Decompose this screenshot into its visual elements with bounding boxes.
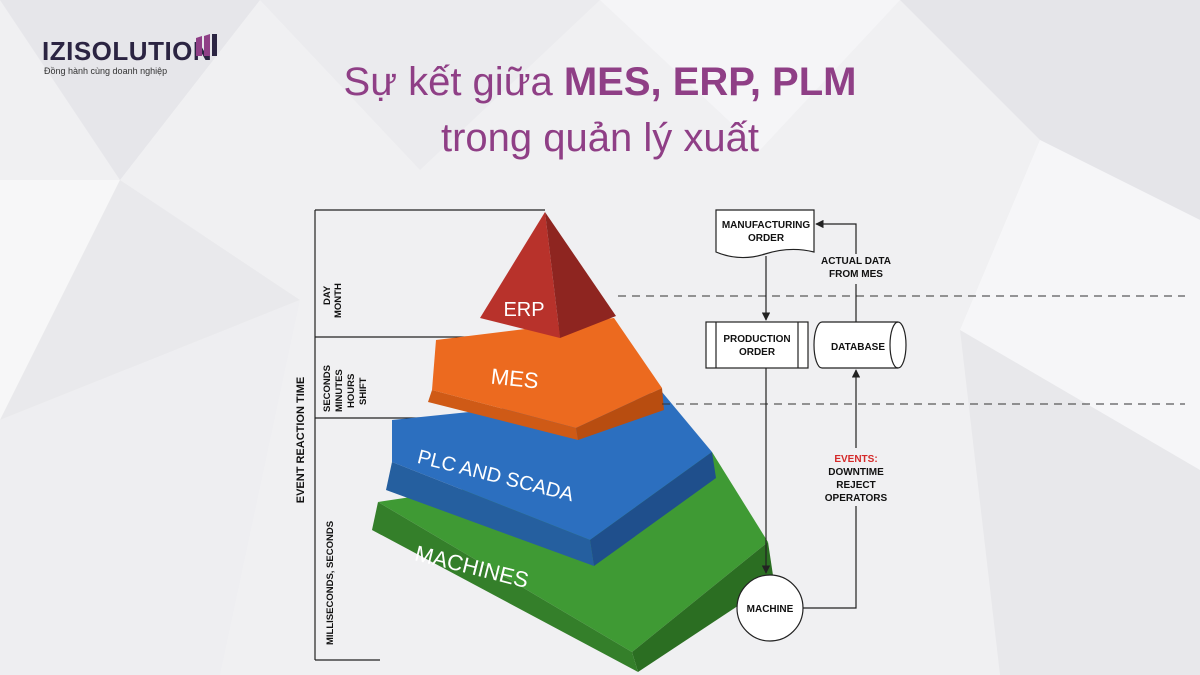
brand-logo[interactable]: IZISOLUTION Đồng hành cùng doanh nghiệp [42,34,242,86]
arrow-database-to-mo [815,219,857,322]
page-title: Sự kết giữa MES, ERP, PLM trong quản lý … [200,56,1000,164]
production-order-node: PRODUCTION ORDER [705,321,809,369]
events-line3: OPERATORS [825,493,888,504]
time-mid-hours: HOURS [346,374,357,408]
actual-data-line2: FROM MES [829,269,883,280]
title-line-1: Sự kết giữa MES, ERP, PLM [200,56,1000,108]
time-mid-shift: SHIFT [358,377,369,405]
layer-erp-left [480,212,560,338]
pyramid: ERP MES PLC AND SCADA MACHINES [372,212,774,672]
layer-mes-front [432,318,662,428]
title-line1-prefix: Sự kết giữa [343,60,564,104]
mo-line2: ORDER [748,233,785,244]
time-axis: EVENT REACTION TIME DAY MONTH SECONDS MI… [295,209,545,661]
logo-tagline: Đồng hành cùng doanh nghiệp [44,66,168,76]
logo-wordmark: IZISOLUTION [42,36,212,67]
logo-prefix: IZI [42,36,74,66]
po-line1: PRODUCTION [723,334,790,345]
title-line1-highlight: MES, ERP, PLM [563,60,857,104]
layer-label-erp: ERP [503,299,544,321]
manufacturing-order-node: MANUFACTURING ORDER [715,209,815,259]
events-line2: REJECT [836,480,875,491]
layer-machines-side [632,542,774,672]
machine-label: MACHINE [747,604,794,615]
layer-plc-side [590,452,716,566]
po-line2: ORDER [739,347,776,358]
time-axis-label: EVENT REACTION TIME [295,377,307,504]
time-bottom: MILLISECONDS, SECONDS [325,521,336,645]
logo-rest: SOLUTION [73,36,213,66]
events-title: EVENTS: [834,454,877,465]
layer-plc-bottom [386,462,594,566]
database-label: DATABASE [831,342,885,353]
layer-plc-front [392,392,712,540]
time-mid-seconds: SECONDS [322,365,333,412]
logo-mark-icon [196,34,217,56]
machine-node: MACHINE [736,574,804,642]
time-mid-minutes: MINUTES [334,369,345,412]
layer-label-mes: MES [490,364,540,394]
layer-mes-bottom [428,390,578,440]
layer-erp-right [545,212,616,338]
time-top-day: DAY [322,285,333,305]
database-node: DATABASE [813,321,907,369]
actual-data-line1: ACTUAL DATA [821,256,891,267]
mo-line1: MANUFACTURING [722,220,811,231]
title-line-2: trong quản lý xuất [441,116,759,160]
time-top-month: MONTH [333,283,344,318]
events-line1: DOWNTIME [828,467,884,478]
layer-machines-frontside [372,502,638,672]
layer-mes-side [576,388,664,440]
